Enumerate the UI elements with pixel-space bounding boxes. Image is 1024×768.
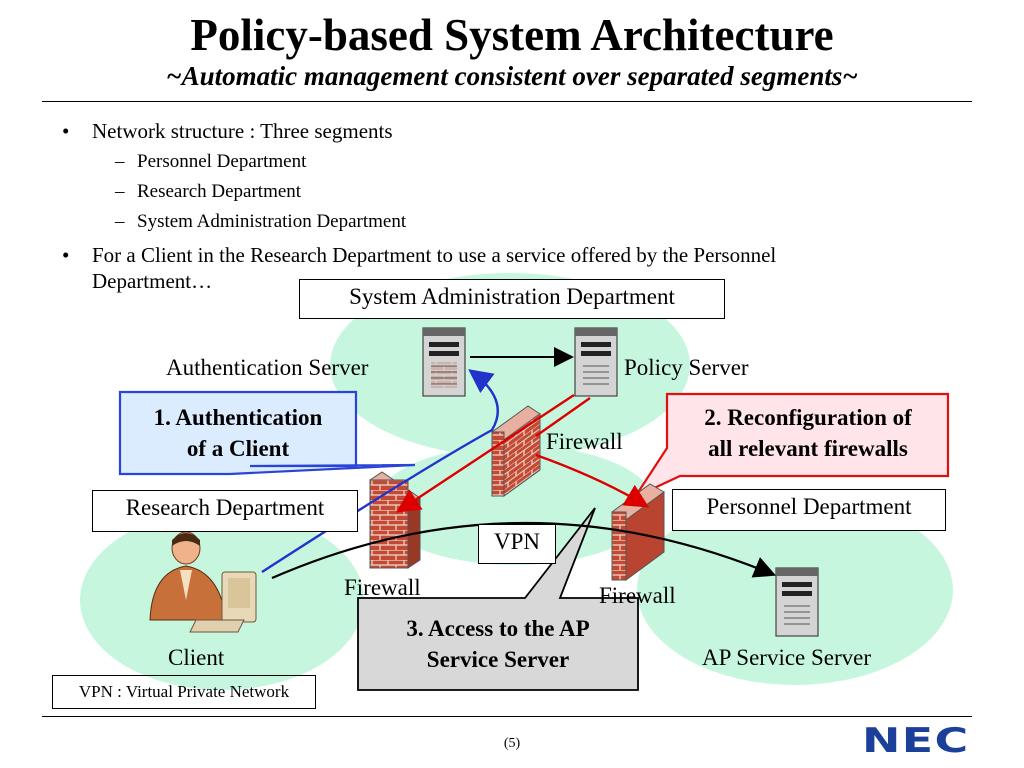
firewall-right-label: Firewall — [599, 583, 676, 608]
callout-reconfiguration-shape — [631, 392, 950, 500]
page-title: Policy-based System Architecture — [190, 10, 834, 60]
policy-to-right-firewall-arrow — [535, 453, 650, 508]
nec-logo: NEC — [862, 721, 970, 761]
bullet-dot: • — [62, 119, 70, 143]
sub-bullet-personnel: – Personnel Department — [115, 151, 307, 172]
policy-to-top-firewall-arrow — [535, 397, 591, 437]
sub-bullet-sysadmin: – System Administration Department — [115, 211, 407, 232]
dash-mark: – — [115, 151, 125, 172]
research-department-label: Research Department — [92, 490, 358, 532]
dash-mark: – — [115, 211, 125, 232]
vpn-label: VPN — [478, 524, 556, 564]
ap-service-server-icon — [775, 567, 819, 637]
sub-bullet-research: – Research Department — [115, 181, 302, 202]
callout-reconfiguration-text: 2. Reconfiguration of all relevant firew… — [704, 405, 912, 461]
personnel-department-label: Personnel Department — [672, 489, 946, 531]
sysadmin-segment — [330, 273, 690, 457]
vpn-legend: VPN : Virtual Private Network — [52, 675, 316, 709]
footer-divider — [42, 716, 972, 717]
callout-access-text: 3. Access to the AP Service Server — [406, 616, 590, 672]
ap-service-server-label: AP Service Server — [702, 645, 872, 670]
firewall-top-label: Firewall — [546, 429, 623, 454]
bullet-client-scenario: • For a Client in the Research Departmen… — [62, 243, 777, 293]
client-to-ap-server-arrow — [271, 521, 777, 580]
bullet-network-structure: • Network structure : Three segments — [62, 119, 393, 143]
client-person-icon — [149, 531, 257, 633]
sysadmin-department-label: System Administration Department — [299, 279, 725, 319]
dash-mark: – — [115, 181, 125, 202]
client-label: Client — [168, 645, 225, 670]
firewall-left-label: Firewall — [344, 575, 421, 600]
callout-authentication-shape — [118, 390, 416, 476]
header-divider — [42, 101, 972, 102]
authentication-server-icon — [422, 327, 466, 397]
policy-to-left-firewall-arrow — [395, 393, 575, 513]
authentication-server-label: Authentication Server — [166, 355, 369, 380]
policy-server-icon — [574, 327, 618, 397]
page-number: (5) — [503, 736, 521, 751]
page-subtitle: ~Automatic management consistent over se… — [166, 61, 858, 91]
policy-server-label: Policy Server — [624, 355, 749, 380]
bullet-dot: • — [62, 243, 70, 267]
callout-authentication-text: 1. Authentication of a Client — [153, 405, 323, 461]
callout-access-shape — [357, 507, 639, 691]
